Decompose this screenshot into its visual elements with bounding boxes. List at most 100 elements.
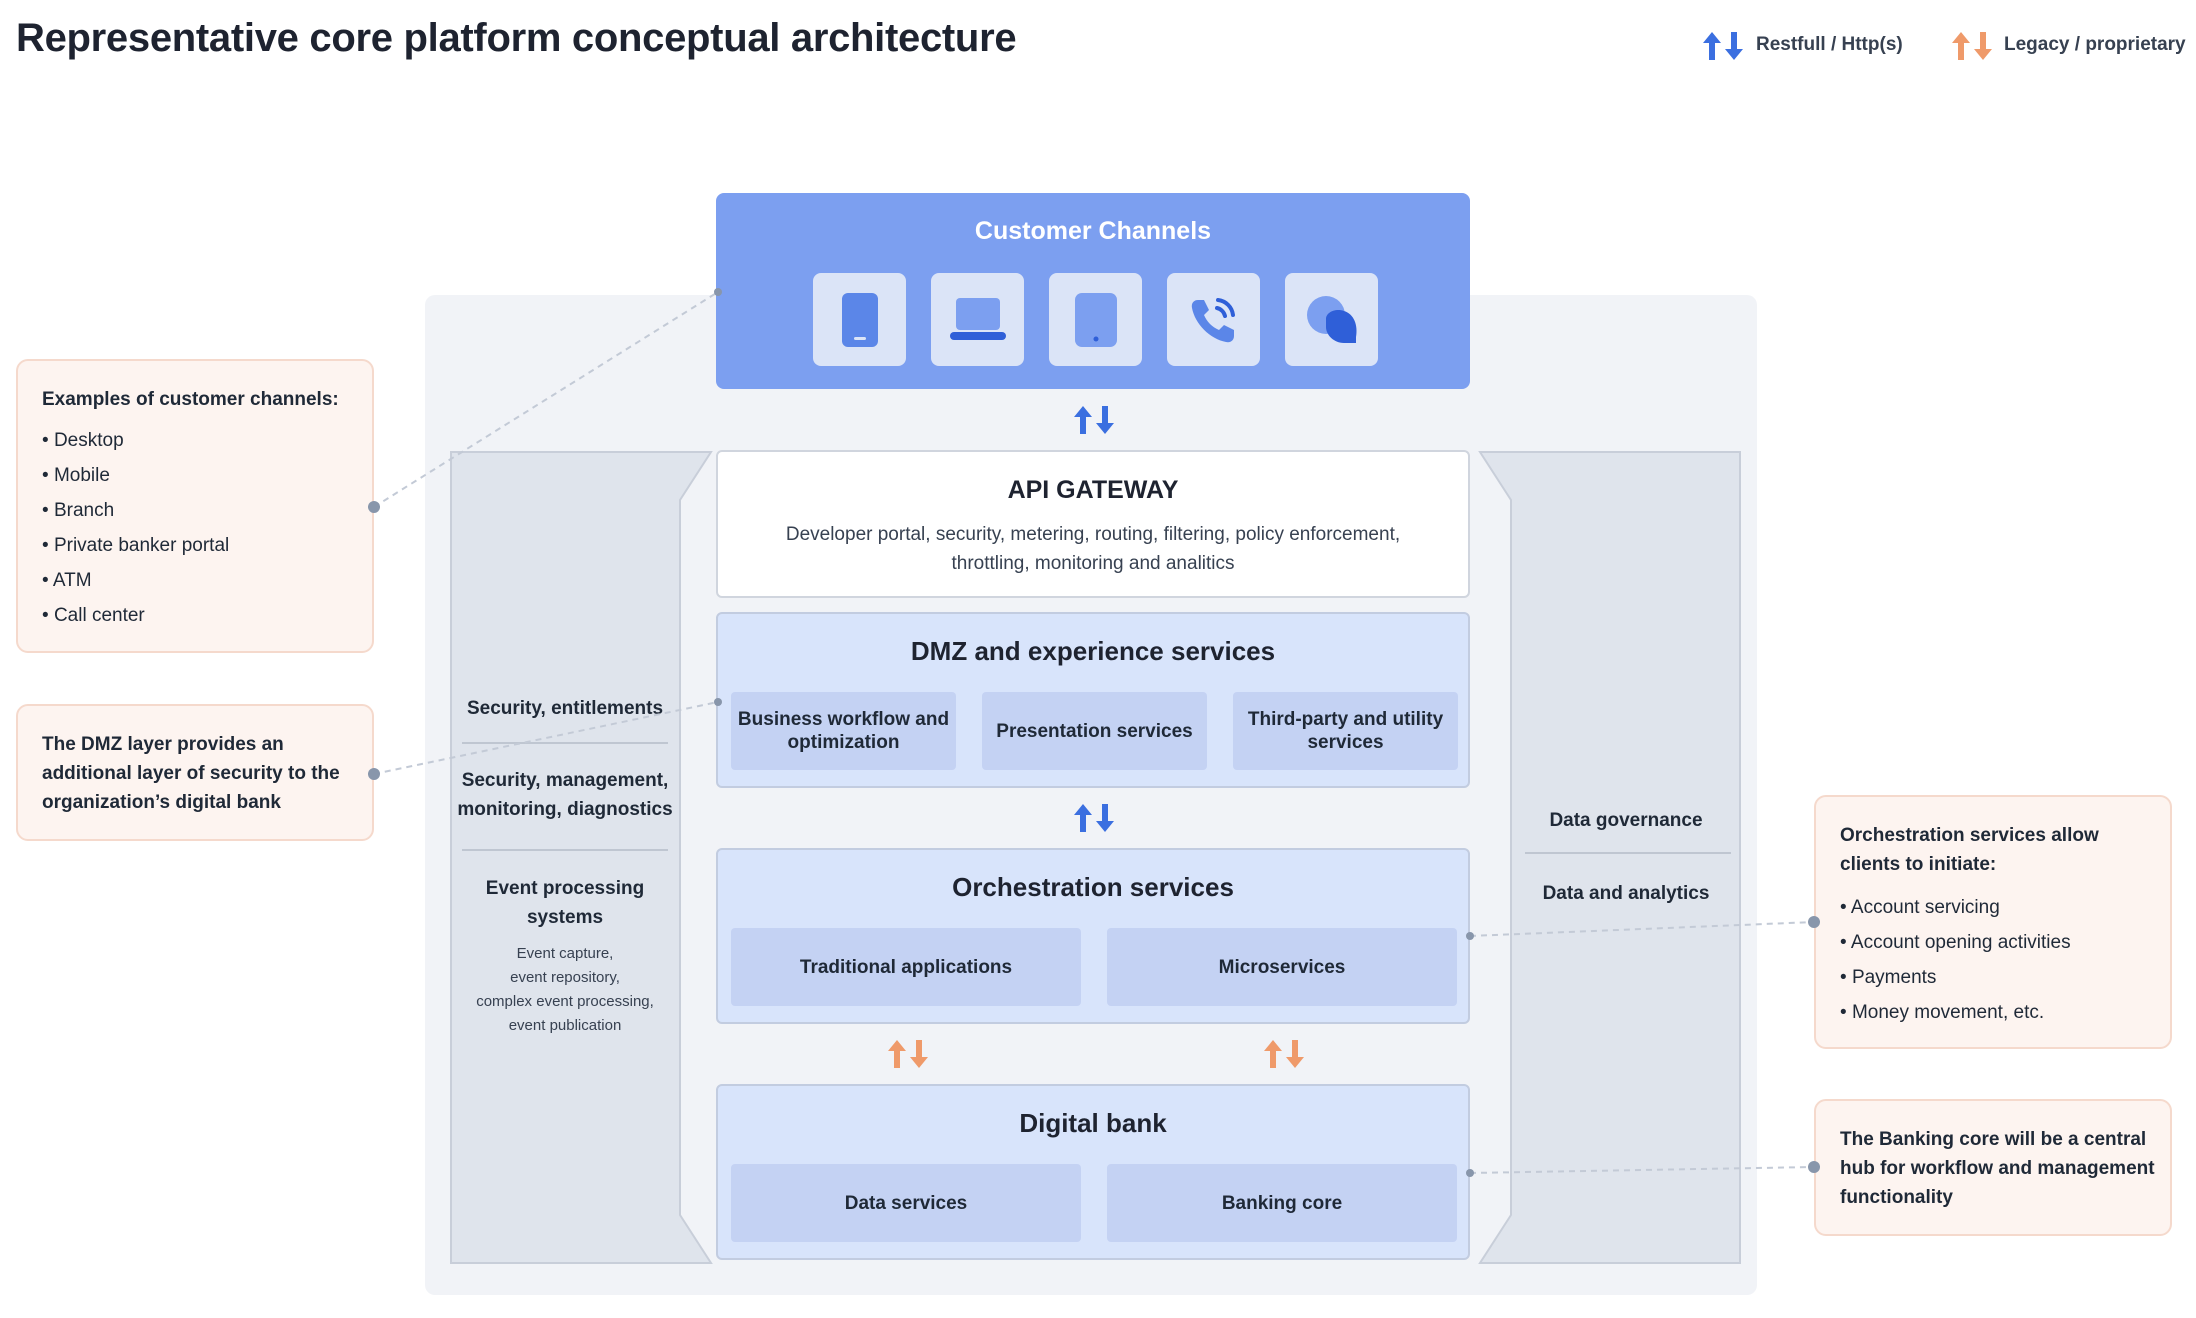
restful-arrow-channels-api — [1074, 406, 1114, 439]
orchestration-block: Orchestration services Traditional appli… — [716, 848, 1470, 1024]
callout-banking-core: The Banking core will be a central hub f… — [1814, 1099, 2172, 1236]
orchestration-title: Orchestration services — [952, 872, 1234, 902]
right-divider — [1525, 852, 1731, 854]
connector-channels — [373, 291, 719, 508]
event-detail-4: event publication — [508, 1017, 622, 1034]
dmz-item-2-label: Presentation services — [996, 720, 1193, 742]
mobile-icon — [813, 273, 906, 366]
digital-bank-item-data-services: Data services — [731, 1164, 1081, 1242]
anchor-dot-orchestration — [1466, 932, 1474, 940]
right-side-panel — [1478, 451, 1741, 1264]
dmz-title: DMZ and experience services — [910, 636, 1276, 666]
security-entitlements-label: Security, entitlements — [466, 698, 664, 719]
callout-channels-heading: Examples of customer channels: — [42, 389, 339, 410]
left-panel-management: Security, management, monitoring, diagno… — [455, 766, 675, 824]
event-processing-line1: Event processing — [485, 878, 645, 899]
callout-banking-line2: hub for workflow and management — [1840, 1158, 2155, 1179]
anchor-dot-dmz — [714, 698, 722, 706]
digital-bank-item-banking-core: Banking core — [1107, 1164, 1457, 1242]
legend-restful-label: Restfull / Http(s) — [1756, 34, 1903, 55]
list-item: • Call center — [42, 605, 145, 626]
customer-channels-title: Customer Channels — [974, 217, 1212, 245]
callout-dmz-line3: organization’s digital bank — [42, 792, 281, 813]
connector-orchestration — [1469, 921, 1815, 937]
chat-icon — [1285, 273, 1378, 366]
callout-orchestration-heading: Orchestration services allow clients to … — [1840, 821, 2099, 879]
right-panel-governance: Data governance — [1516, 806, 1736, 835]
list-item: • Private banker portal — [42, 535, 230, 556]
left-divider-2 — [462, 849, 668, 851]
dmz-item-1-line1: Business workflow and — [737, 709, 950, 730]
callout-dot-dmz — [368, 768, 380, 780]
restful-arrows-icon — [1703, 32, 1743, 60]
dmz-item-3-line1: Third-party and utility — [1247, 709, 1444, 730]
digital-bank-block: Digital bank Data services Banking core — [716, 1084, 1470, 1260]
list-item: • Branch — [42, 500, 115, 521]
dmz-block: DMZ and experience services Business wor… — [716, 612, 1470, 788]
api-gateway-description: Developer portal, security, metering, ro… — [718, 520, 1468, 578]
callout-banking-text: The Banking core will be a central hub f… — [1840, 1125, 2155, 1212]
connector-dmz — [373, 701, 719, 775]
callout-dmz-line1: The DMZ layer provides an — [42, 734, 284, 755]
tablet-icon — [1049, 273, 1142, 366]
callout-banking-line1: The Banking core will be a central — [1840, 1129, 2147, 1150]
event-detail-3: complex event processing, — [476, 993, 654, 1010]
phone-call-icon — [1167, 273, 1260, 366]
data-governance-label: Data governance — [1549, 810, 1703, 831]
legacy-arrow-right — [1264, 1040, 1304, 1073]
api-desc-line1: Developer portal, security, metering, ro… — [785, 524, 1401, 545]
restful-arrow-dmz-orchestration — [1074, 804, 1114, 837]
list-item: • Mobile — [42, 465, 110, 486]
callout-dmz-line2: additional layer of security to the — [42, 763, 340, 784]
callout-channels-list: • Desktop • Mobile • Branch • Private ba… — [42, 423, 229, 633]
event-detail-1: Event capture, — [516, 945, 614, 962]
orchestration-item-microservices: Microservices — [1107, 928, 1457, 1006]
anchor-dot-banking — [1466, 1169, 1474, 1177]
event-processing-line2: systems — [526, 907, 604, 928]
management-label-line1: Security, management, — [461, 770, 669, 791]
list-item: • Account opening activities — [1840, 932, 2071, 953]
api-gateway-block: API GATEWAY Developer portal, security, … — [716, 450, 1470, 598]
left-panel-security: Security, entitlements — [455, 694, 675, 723]
connector-banking — [1469, 1166, 1815, 1174]
anchor-dot-channels — [714, 288, 722, 296]
left-panel-events: Event processing systems Event capture, … — [455, 874, 675, 1038]
customer-channels-block: Customer Channels — [716, 193, 1470, 389]
api-desc-line2: throttling, monitoring and analitics — [951, 553, 1235, 574]
legacy-arrows-icon — [1952, 32, 1992, 60]
callout-orch-line2: clients to initiate: — [1840, 854, 1997, 875]
callout-dmz-text: The DMZ layer provides an additional lay… — [42, 730, 340, 817]
dmz-item-presentation: Presentation services — [982, 692, 1207, 770]
callout-dot-banking — [1808, 1161, 1820, 1173]
digital-bank-title: Digital bank — [1019, 1108, 1167, 1138]
callout-dmz: The DMZ layer provides an additional lay… — [16, 704, 374, 841]
legacy-arrow-left — [888, 1040, 928, 1073]
callout-orchestration: Orchestration services allow clients to … — [1814, 795, 2172, 1049]
callout-orchestration-list: • Account servicing • Account opening ac… — [1840, 890, 2071, 1030]
callout-dot-orchestration — [1808, 916, 1820, 928]
laptop-icon — [931, 273, 1024, 366]
management-label-line2: monitoring, diagnostics — [457, 799, 673, 820]
list-item: • Payments — [1840, 967, 1937, 988]
list-item: • Desktop — [42, 430, 124, 451]
data-analytics-label: Data and analytics — [1542, 883, 1710, 904]
orchestration-item-traditional: Traditional applications — [731, 928, 1081, 1006]
callout-banking-line3: functionality — [1840, 1187, 1953, 1208]
left-side-panel — [450, 451, 713, 1264]
dmz-item-business-workflow: Business workflow and optimization — [731, 692, 956, 770]
callout-dot-channels — [368, 501, 380, 513]
legend-legacy-label: Legacy / proprietary — [2004, 34, 2186, 55]
right-panel-analytics: Data and analytics — [1516, 879, 1736, 908]
dmz-item-1-line2: optimization — [787, 732, 900, 753]
event-detail-2: event repository, — [510, 969, 620, 986]
list-item: • Account servicing — [1840, 897, 2000, 918]
list-item: • Money movement, etc. — [1840, 1002, 2045, 1023]
callout-customer-channels: Examples of customer channels: • Desktop… — [16, 359, 374, 653]
dmz-item-third-party: Third-party and utility services — [1233, 692, 1458, 770]
left-divider-1 — [462, 742, 668, 744]
api-gateway-title: API GATEWAY — [1007, 476, 1179, 504]
list-item: • ATM — [42, 570, 92, 591]
page-title: Representative core platform conceptual … — [16, 16, 1017, 60]
